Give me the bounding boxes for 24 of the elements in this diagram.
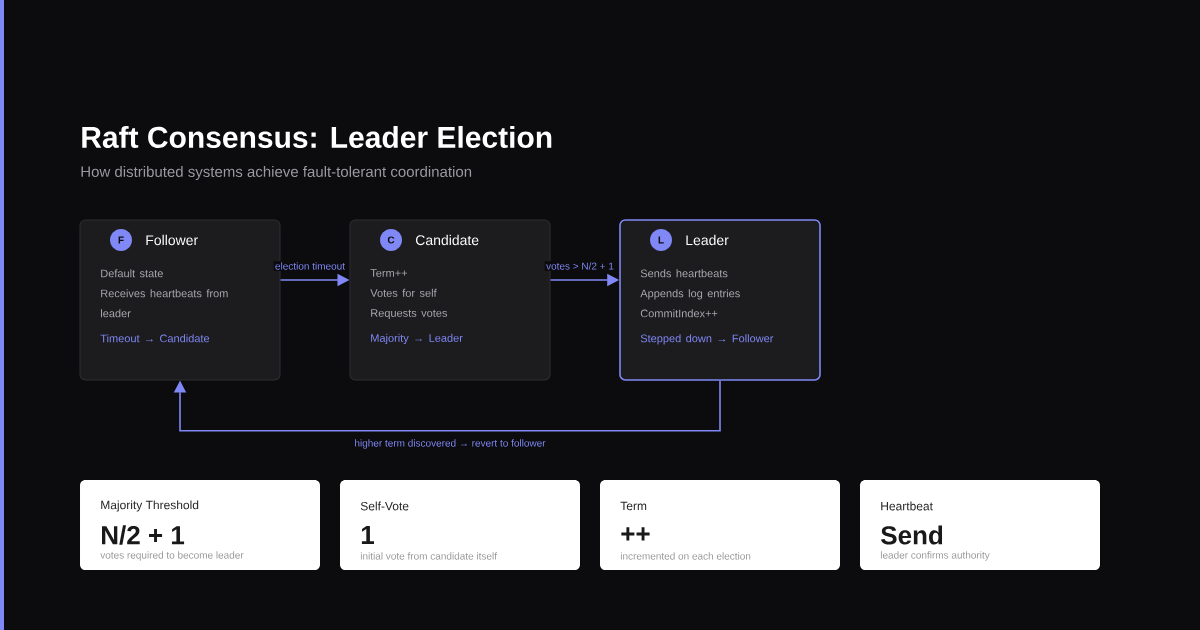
stat-card: Self-Vote 1 initial vote from candidate itself — [340, 480, 580, 570]
edge-label: votes > N/2 + 1 — [544, 261, 616, 271]
stat-card: Term ++ incremented on each election — [600, 480, 840, 570]
transition-note: Timeout → Candidate — [100, 334, 210, 343]
stat-card: Majority Threshold N/2 + 1 votes required to become leader — [80, 480, 320, 570]
transition-note: Majority → Leader — [371, 333, 463, 345]
list-item: Receives heartbeats from leader — [101, 289, 228, 318]
edge-label: election timeout — [273, 261, 347, 271]
stat-card: Heartbeat Send leader confirms authority — [860, 480, 1100, 570]
title: Raft Consensus: Leader Election — [82, 125, 552, 148]
list-item: Votes for self — [370, 288, 437, 297]
state-badge: F — [110, 229, 132, 251]
list-item: CommitIndex++ — [640, 309, 718, 318]
edge-label: higher term discovered → revert to follower — [353, 438, 547, 450]
list-item: Default state — [101, 269, 163, 278]
subtitle: How distributed systems achieve fault-tolerant coordination — [81, 166, 472, 180]
list-item: Sends heartbeats — [640, 269, 728, 278]
state-badge: L — [650, 229, 672, 251]
list-item: Appends log entries — [640, 289, 740, 300]
list-item: Requests votes — [371, 309, 448, 320]
transition-note: Stepped down → Follower — [640, 334, 774, 345]
arrow — [173, 380, 721, 432]
list-item: Term++ — [370, 269, 408, 277]
state-badge: C — [380, 229, 402, 251]
